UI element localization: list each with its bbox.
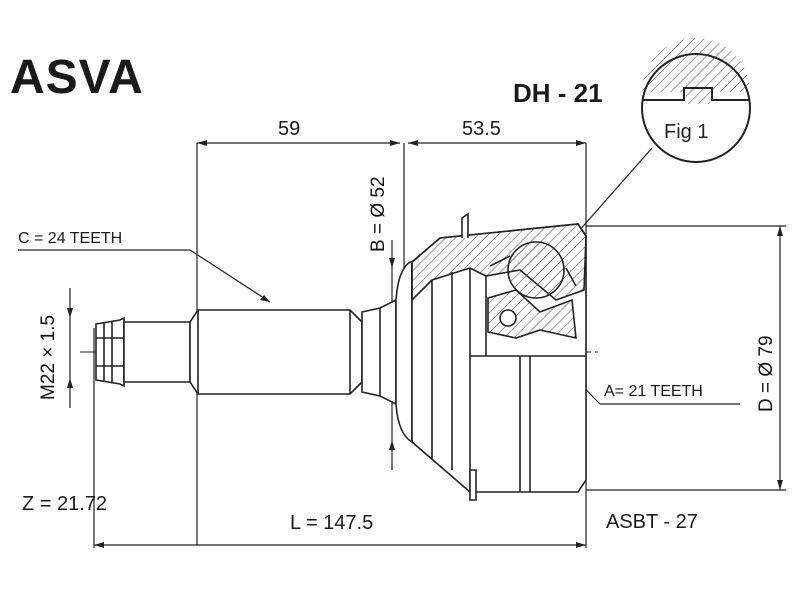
dim-l: L = 147.5 (290, 512, 374, 534)
arrowheads (67, 140, 783, 548)
dim-a-teeth: A= 21 TEETH (604, 383, 703, 400)
dim-59: 59 (278, 118, 301, 140)
dim-53-5: 53.5 (462, 118, 501, 140)
part-code: DH - 21 (513, 78, 603, 108)
dim-z: Z = 21.72 (22, 493, 108, 515)
dim-c-teeth: C = 24 TEETH (18, 230, 123, 247)
shaft (95, 298, 397, 406)
ref-code: ASBT - 27 (606, 511, 698, 533)
inner-race (487, 241, 577, 340)
brand-logo-text: ASVA (10, 51, 144, 104)
fig-1-detail (577, 38, 751, 233)
fig-1-label: Fig 1 (664, 121, 708, 143)
